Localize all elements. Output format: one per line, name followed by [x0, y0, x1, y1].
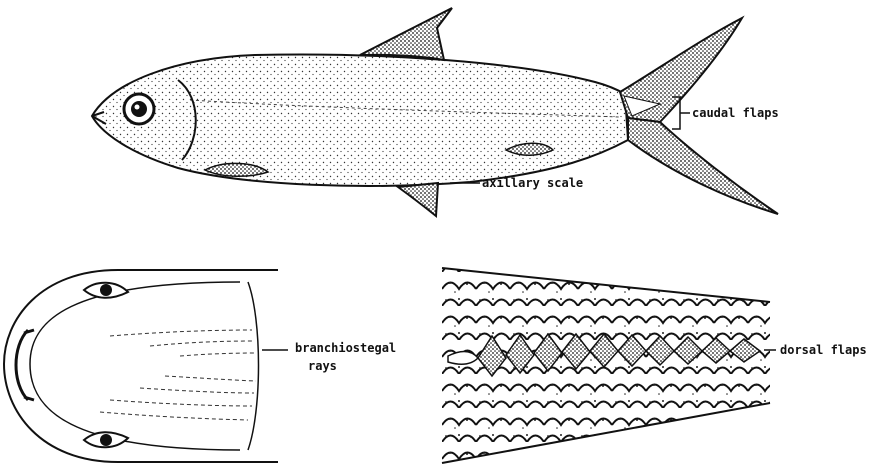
head-ventral-view: [4, 270, 288, 462]
caudal-fin-lower-lobe: [628, 118, 778, 214]
dorsal-fin: [360, 8, 452, 60]
anal-fin: [398, 183, 438, 216]
fish-body: [92, 54, 628, 185]
whole-fish-illustration: [92, 8, 778, 216]
branchiostegal-label-line2: rays: [308, 359, 337, 373]
axillary-scale-label: axillary scale: [482, 176, 583, 190]
head-outline: [4, 270, 278, 462]
caudal-flaps-label: caudal flaps: [692, 106, 779, 120]
dorsal-flaps-label: dorsal flaps: [780, 343, 867, 357]
dorsal-scales-detail: [440, 265, 776, 464]
eye: [124, 94, 154, 124]
branchiostegal-label-line1: branchiostegal: [295, 341, 396, 355]
